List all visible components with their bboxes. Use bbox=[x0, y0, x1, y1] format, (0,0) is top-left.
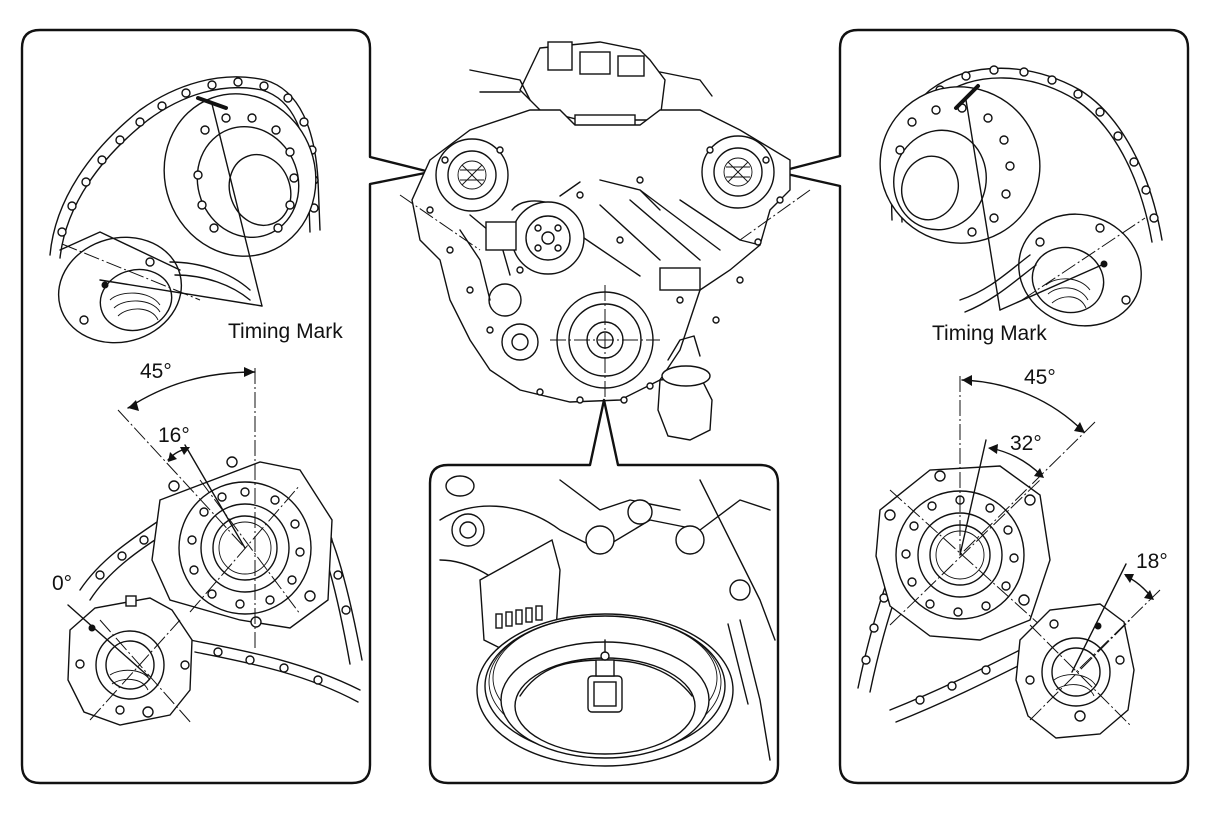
left-angle-16-label: 16° bbox=[158, 424, 190, 447]
left-timing-mark-label: Timing Mark bbox=[228, 320, 343, 343]
right-angle-32-label: 32° bbox=[1010, 432, 1042, 455]
right-timing-mark-bar bbox=[954, 84, 980, 110]
left-panel: Timing Mark bbox=[20, 28, 432, 785]
left-top-sprocket-illustration bbox=[49, 76, 321, 344]
left-angle-diagram bbox=[67, 367, 363, 726]
engine-front-view bbox=[399, 41, 811, 441]
engine-bolts bbox=[426, 146, 784, 404]
left-angle-45-label: 45° bbox=[140, 360, 172, 383]
crank-timing-scale bbox=[495, 605, 543, 629]
left-timing-mark-bar bbox=[196, 96, 228, 110]
right-panel: Timing Mark bbox=[776, 28, 1190, 785]
crank-pulley-inset bbox=[428, 398, 780, 785]
right-timing-mark-label: Timing Mark bbox=[932, 322, 1047, 345]
right-angle-18-label: 18° bbox=[1136, 550, 1168, 573]
left-angle-0-label: 0° bbox=[52, 572, 72, 595]
left-timing-mark-leaders bbox=[99, 103, 263, 307]
left-large-sprocket-bolts bbox=[168, 456, 316, 628]
right-top-sprocket-illustration bbox=[879, 65, 1163, 327]
left-cam-bolts bbox=[193, 113, 299, 233]
right-timing-mark-leaders bbox=[965, 99, 1105, 311]
right-angle-45-label: 45° bbox=[1024, 366, 1056, 389]
right-angle-diagram bbox=[857, 375, 1161, 739]
right-large-sprocket-bolts bbox=[884, 470, 1036, 617]
